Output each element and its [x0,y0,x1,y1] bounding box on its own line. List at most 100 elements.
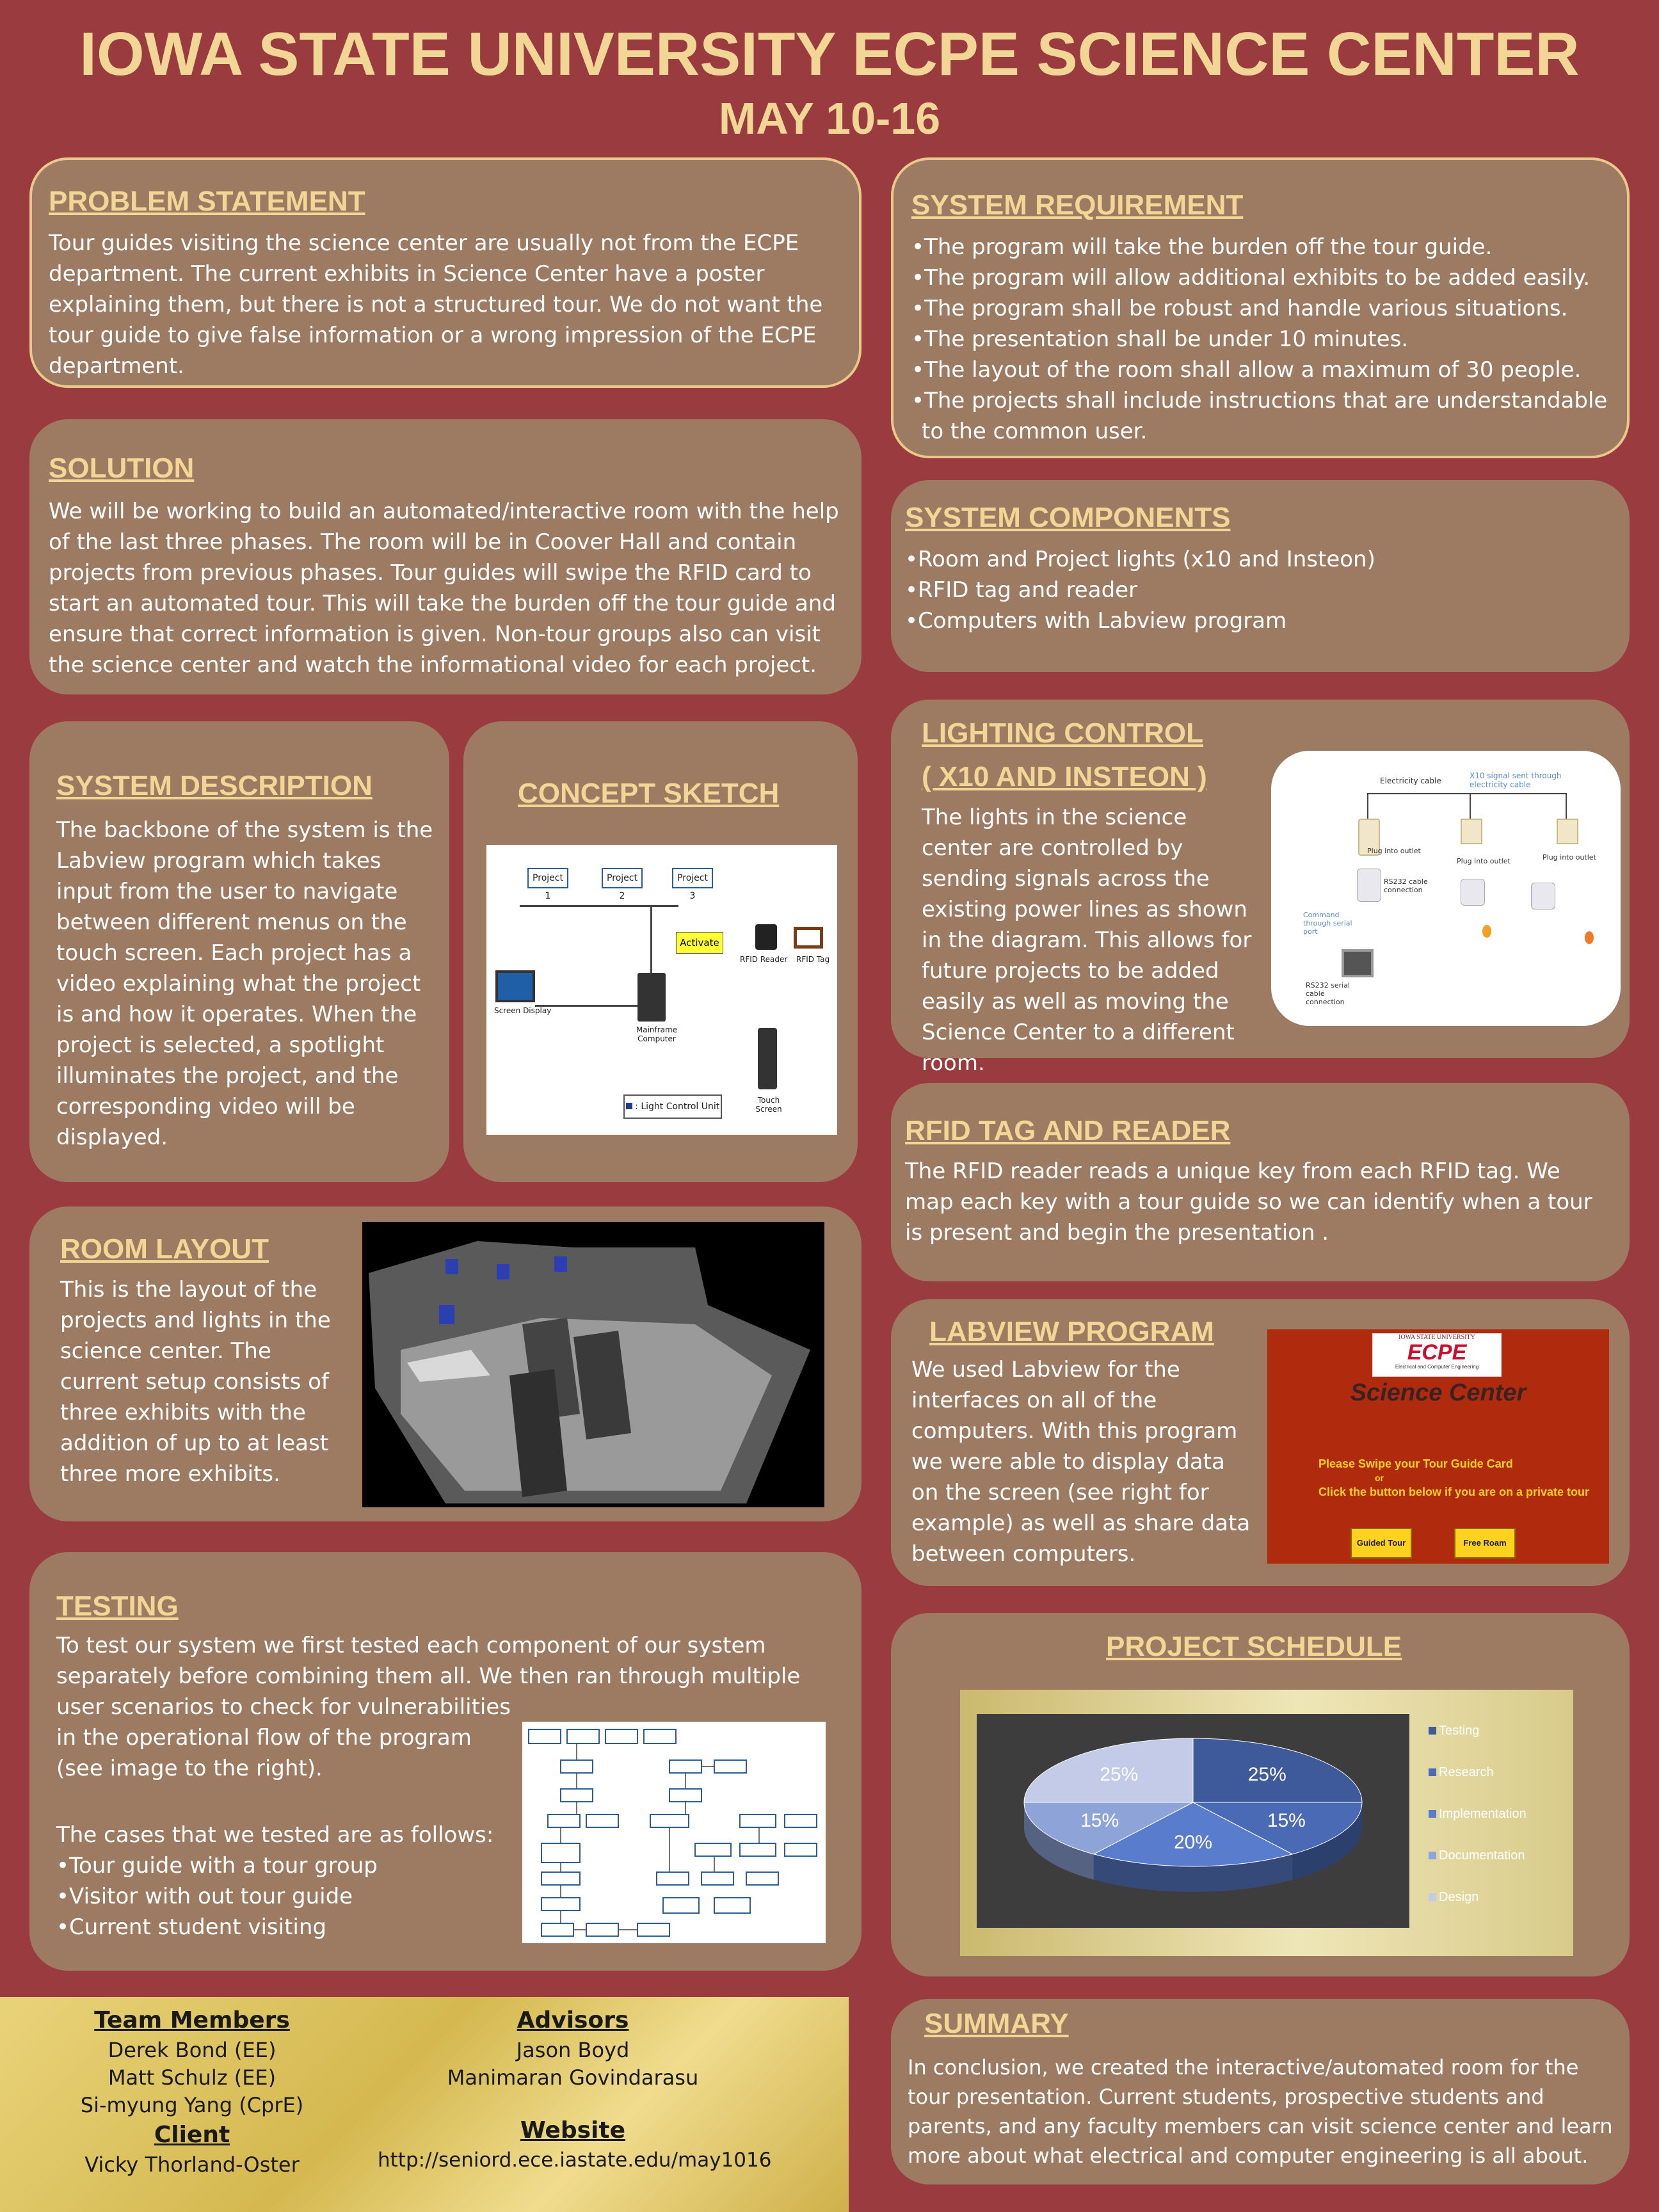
team-member: Matt Schulz (EE) [108,2065,276,2090]
project3-box: Project 3 [672,868,713,901]
mainframe-label: Mainframe Computer [636,1025,678,1043]
concept-sketch-heading: CONCEPT SKETCH [518,778,780,809]
drop-wire [1566,793,1567,819]
legend-swatch-testing [1429,1727,1436,1735]
testing-case-item: •Current student visiting [56,1914,326,1940]
touch-screen-label: Touch Screen [755,1096,782,1114]
drop-wire [1470,793,1471,819]
labview-text: We used Labview for the interfaces on al… [911,1357,1251,1567]
x10-signal-label: X10 signal sent through electricity cabl… [1470,771,1562,789]
testing-case-list: •Tour guide with a tour group •Visitor w… [56,1850,504,1943]
testing-cases-intro: The cases that we tested are as follows: [56,1822,494,1848]
legend-swatch-design [1429,1893,1436,1901]
pie-chart: 25%15%20%15%25% TestingResearchImplement… [1023,1724,1527,1904]
lamp-module-icon [1461,879,1485,906]
room-layout-render [362,1222,824,1507]
pie-slice-side-documentation [1024,1802,1094,1880]
website-link[interactable]: http://seniord.ece.iastate.edu/may1016 [378,2149,772,2172]
pie-slice-design [1023,1738,1194,1803]
pie-slice-testing [1192,1738,1363,1803]
requirement-item: •The program shall be robust and handle … [911,296,1568,321]
pie-data-label-implementation: 20% [1174,1832,1212,1853]
rfid-tag-icon [794,927,823,949]
free-roam-button[interactable]: Free Roam [1454,1528,1516,1559]
rfid-reader-label: RFID Reader [740,955,788,964]
light-unit-legend-text: : Light Control Unit [635,1102,720,1112]
testing-intro-line4: in the operational flow of the program [56,1725,472,1751]
team-member: Derek Bond (EE) [108,2038,276,2062]
outlet-label: Plug into outlet [1457,857,1511,865]
light-unit-marker [625,1103,632,1109]
testing-intro-top: To test our system we first tested each … [56,1630,856,1692]
bulb-icon [1482,925,1491,938]
legend-swatch-research [1429,1768,1436,1776]
testing-intro-line2: separately before combining them all. We… [56,1663,801,1689]
problem-statement-panel: PROBLEM STATEMENT Tour guides visiting t… [29,157,862,388]
summary-panel: SUMMARY In conclusion, we created the in… [891,1999,1630,2184]
rs232-label: RS232 cable connection [1384,878,1428,894]
rs232-serial-label: RS232 serial cable connection [1306,981,1350,1006]
legend-label-testing: Testing [1439,1724,1479,1738]
x10-module-icon [1557,819,1578,844]
poster-subtitle: MAY 10-16 [718,93,941,143]
x10-module-icon [1461,819,1482,844]
system-components-panel: SYSTEM COMPONENTS •Room and Project ligh… [891,480,1630,672]
requirement-item: to the common user. [922,419,1148,444]
summary-heading: SUMMARY [924,2008,1069,2039]
room-layout-text: This is the layout of the projects and l… [60,1277,331,1487]
pie-data-label-research: 15% [1267,1810,1306,1831]
labview-logo-sub: Electrical and Computer Engineering [1395,1364,1479,1370]
lighting-control-subheading: ( X10 AND INSTEON ) [922,761,1207,792]
system-requirement-panel: SYSTEM REQUIREMENT •The program will tak… [891,157,1630,458]
electricity-cable-label: Electricity cable [1380,776,1441,785]
summary-text: In conclusion, we created the interactiv… [908,2055,1613,2168]
advisor-name: Manimaran Govindarasu [447,2065,699,2090]
component-item: •Room and Project lights (x10 and Insteo… [905,547,1375,572]
legend-swatch-documentation [1429,1852,1436,1859]
testing-case-item: •Visitor with out tour guide [56,1884,353,1909]
legend-label-design: Design [1439,1890,1479,1904]
labview-logo-box: IOWA STATE UNIVERSITY ECPE Electrical an… [1372,1333,1502,1377]
advisor-name: Jason Boyd [516,2038,630,2062]
client-heading: Client [154,2122,230,2148]
labview-univ: IOWA STATE UNIVERSITY [1399,1334,1475,1341]
room-layout-panel: ROOM LAYOUT This is the layout of the pr… [29,1206,862,1521]
requirement-item: •The presentation shall be under 10 minu… [911,326,1409,352]
system-description-text: The backbone of the system is the Labvie… [56,817,433,1150]
website-heading: Website [520,2117,625,2144]
team-block: Team Members Derek Bond (EE) Matt Schulz… [0,2005,384,2179]
computer-icon [1342,949,1374,977]
rfid-panel: RFID TAG AND READER The RFID reader read… [891,1083,1630,1281]
outlet-label: Plug into outlet [1543,853,1596,862]
activate-label: Activate [676,932,723,954]
bulb-icon [1585,931,1594,944]
project2-box: Project 2 [602,868,643,901]
pie-data-label-design: 25% [1100,1764,1138,1785]
legend-swatch-implementation [1429,1810,1436,1818]
guided-tour-button[interactable]: Guided Tour [1350,1528,1412,1559]
team-member: Si-myung Yang (CprE) [80,2093,304,2117]
solution-text: We will be working to build an automated… [49,499,839,678]
outlet-label: Plug into outlet [1367,847,1421,855]
room-3d-render [369,1241,810,1503]
problem-statement-text: Tour guides visiting the science center … [49,230,823,379]
light-unit-legend: : Light Control Unit [623,1094,722,1119]
project-schedule-panel: PROJECT SCHEDULE 25%15%20%15%25% Testing… [891,1613,1630,1976]
pie-slice-side-research [1292,1802,1362,1880]
screen-display-label: Screen Display [494,1006,552,1015]
legend-label-documentation: Documentation [1439,1848,1525,1863]
testing-intro-line3: user scenarios to check for vulnerabilit… [56,1694,511,1720]
advisors-heading: Advisors [517,2007,629,2033]
pie-data-label-documentation: 15% [1080,1810,1119,1831]
problem-statement-heading: PROBLEM STATEMENT [49,186,365,217]
drop-wire [1367,793,1368,819]
system-components-heading: SYSTEM COMPONENTS [905,502,1231,533]
rfid-tag-label: RFID Tag [796,955,830,964]
labview-heading: LABVIEW PROGRAM [929,1316,1214,1347]
solution-heading: SOLUTION [49,453,195,484]
room-layout-heading: ROOM LAYOUT [60,1233,269,1265]
controller-module-icon [1357,869,1381,902]
labview-or: or [1375,1473,1384,1483]
system-description-heading: SYSTEM DESCRIPTION [56,770,373,801]
